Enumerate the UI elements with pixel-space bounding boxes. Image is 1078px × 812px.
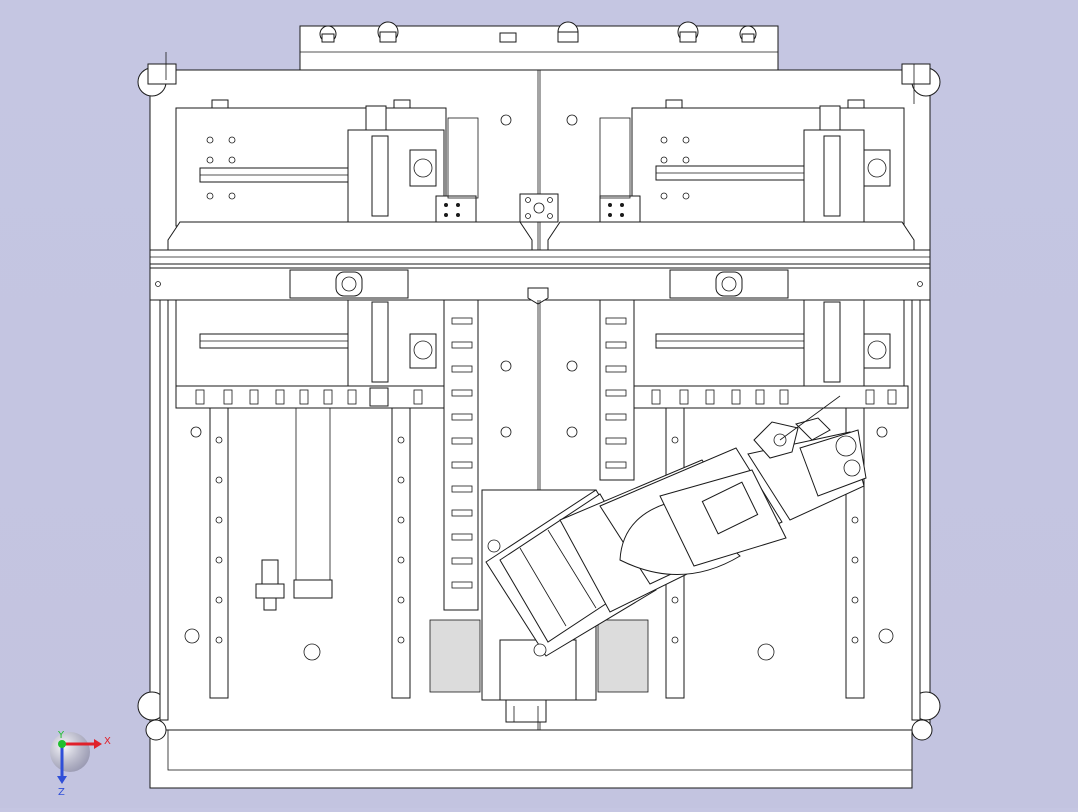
center-mount-block	[447, 114, 631, 223]
top-back-plate	[299, 21, 779, 71]
triad-x-arrow	[94, 739, 102, 749]
triad-y-axis	[58, 740, 66, 748]
robot-arm	[485, 395, 867, 657]
upper-left-module	[175, 99, 477, 227]
upper-right-module	[599, 99, 905, 227]
lower-left-module	[175, 299, 453, 409]
triad-z-label: Z	[58, 787, 65, 798]
triad-y-label: Y	[57, 730, 65, 741]
triad-x-label: X	[104, 736, 111, 747]
lower-right-module	[631, 299, 909, 409]
knob-row	[319, 21, 757, 43]
coordinate-triad: X Y Z	[50, 730, 111, 798]
cross-beam	[149, 249, 931, 305]
triad-z-arrow	[57, 776, 67, 784]
tray-covers	[167, 221, 915, 251]
